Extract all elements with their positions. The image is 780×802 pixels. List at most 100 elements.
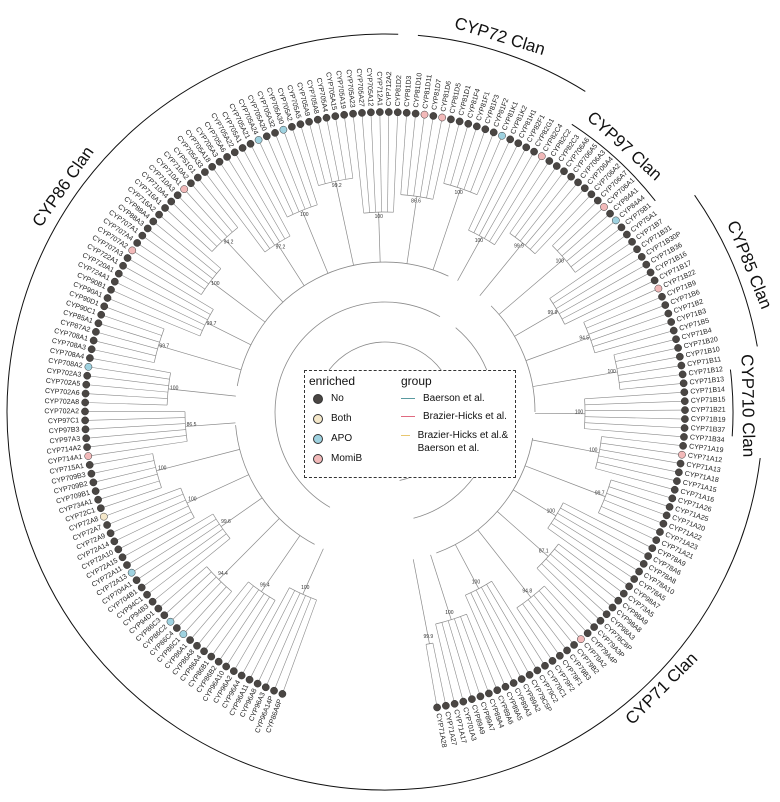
tip-label: CYP71B15 [691, 397, 726, 405]
tip-branch [522, 603, 561, 656]
tip-branch [619, 382, 684, 390]
tip-marker [84, 363, 93, 371]
tip-marker [278, 690, 287, 698]
tip-branch [554, 518, 640, 572]
tip-marker [673, 477, 681, 485]
bootstrap-label: 99.9 [423, 634, 433, 640]
tip-branch [426, 117, 443, 199]
tip-marker [114, 269, 123, 278]
tip-marker [680, 388, 689, 397]
tip-marker [262, 132, 271, 141]
tip-label: CYP71B37 [690, 425, 725, 434]
tip-marker [89, 336, 98, 345]
legend-group-both: Brazier-Hicks et al.& Baerson et al. [401, 429, 513, 455]
tip-marker [506, 135, 515, 144]
clade-stem [276, 243, 305, 286]
tip-marker [261, 683, 270, 692]
tip-marker [110, 537, 119, 546]
legend-enriched-both: Both [313, 413, 352, 424]
tip-branch [470, 132, 494, 193]
tip-marker [358, 109, 366, 117]
bootstrap-label: 100 [188, 497, 197, 503]
tip-marker [555, 651, 564, 660]
tip-branch [219, 161, 275, 246]
clade-stem [532, 371, 618, 387]
legend-label: Brazier-Hicks et al.& Baerson et al. [417, 430, 509, 454]
tip-marker [91, 487, 100, 495]
tip-branch [494, 160, 550, 245]
tip-marker [668, 494, 677, 503]
tip-marker [143, 590, 151, 599]
legend-enriched-apo: APO [313, 433, 352, 444]
tip-branch [473, 143, 519, 233]
tip-branch [86, 429, 186, 439]
tip-branch [570, 227, 622, 268]
tip-label: CYP81D2 [395, 75, 403, 107]
tip-marker [679, 441, 687, 450]
clan-label: CYP85 Clan [723, 218, 776, 312]
tip-label: CYP81D10 [413, 72, 424, 108]
tip-marker [100, 302, 109, 311]
tip-marker [481, 125, 490, 134]
tip-marker [313, 115, 322, 124]
clade-stem [524, 465, 606, 497]
tip-marker [652, 536, 661, 544]
backbone-arc [436, 437, 534, 554]
clade-stem [412, 559, 430, 644]
tip-branch [196, 581, 249, 646]
tip-branch [566, 220, 617, 262]
tip-marker [193, 641, 201, 650]
tip-branch [107, 297, 201, 337]
tip-marker [659, 519, 668, 528]
enriched-both-swatch [313, 413, 323, 424]
bootstrap-label: 94.2 [224, 239, 234, 245]
tip-marker [89, 478, 98, 487]
tip-marker [676, 352, 684, 361]
bootstrap-label: 97.2 [276, 245, 286, 251]
backbone-arc [236, 261, 449, 387]
tip-branch [533, 595, 575, 646]
tip-marker [476, 692, 485, 701]
tip-branch [85, 393, 168, 399]
tip-branch [233, 600, 276, 672]
tip-branch [584, 391, 685, 400]
tip-marker [662, 511, 671, 520]
tip-marker [187, 179, 195, 188]
clade-stem [158, 345, 242, 371]
tip-marker [650, 276, 659, 285]
tip-branch [152, 538, 231, 602]
tip-branch [203, 585, 254, 652]
backbone-arc [274, 301, 441, 508]
legend-group-title: group [401, 374, 432, 388]
clade-stem [525, 337, 590, 361]
tip-marker [223, 153, 231, 161]
tip-marker [522, 143, 531, 152]
tip-branch [98, 322, 160, 343]
tip-branch [132, 250, 202, 295]
tip-marker [411, 109, 420, 118]
tip-branch [509, 165, 557, 234]
tip-branch [595, 468, 675, 491]
tip-marker [331, 112, 340, 120]
tip-marker [149, 217, 158, 226]
tip-marker [681, 406, 689, 414]
tip-branch [443, 121, 460, 184]
tip-label: CYP81D11 [422, 74, 434, 109]
tip-label: CYP71B12 [688, 366, 723, 377]
tip-marker [215, 157, 224, 166]
tip-label: CYP702A8 [44, 398, 79, 406]
tip-branch [598, 512, 657, 541]
tip-marker [665, 503, 674, 511]
tip-marker [103, 294, 112, 302]
tip-branch [619, 374, 683, 383]
clade-stem [479, 242, 524, 296]
tip-branch [379, 112, 382, 213]
tip-marker [114, 545, 123, 554]
tip-branch [370, 112, 376, 213]
enriched-momib-swatch [313, 453, 323, 464]
tip-marker [606, 209, 614, 218]
tip-marker [679, 379, 688, 388]
backbone-arc [235, 425, 315, 545]
tip-branch [300, 124, 319, 186]
